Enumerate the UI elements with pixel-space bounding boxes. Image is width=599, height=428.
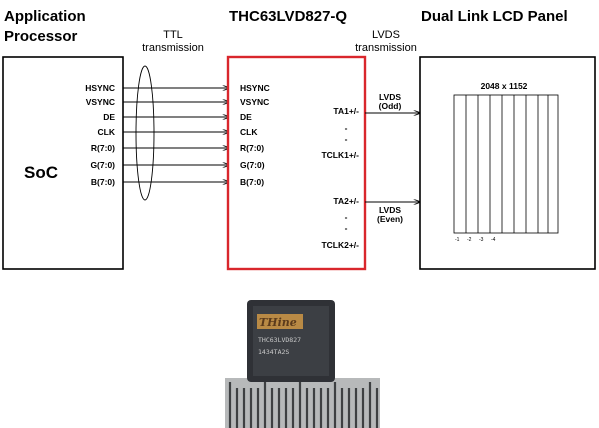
- panel-column-labels: -1 -2 -3 -4: [455, 237, 496, 243]
- chip-input-label: VSYNC: [240, 97, 269, 107]
- column-label: -4: [491, 237, 496, 243]
- column-label: -2: [467, 237, 472, 243]
- lvds-lines: [365, 113, 420, 202]
- lvds-even-label-line1: LVDS: [379, 205, 401, 215]
- soc-block: [2, 56, 124, 270]
- chip-output-dot: -: [345, 223, 348, 233]
- chip-input-labels: HSYNC VSYNC DE CLK R(7:0) G(7:0) B(7:0): [240, 83, 270, 187]
- lvds-label-line1: LVDS: [372, 29, 400, 41]
- chip-input-label: DE: [240, 112, 252, 122]
- processor-title-line2: Processor: [4, 28, 78, 45]
- chip-marking-line1: THC63LVD827: [258, 336, 301, 344]
- chip-output-dot: -: [345, 134, 348, 144]
- chip-input-label: R(7:0): [240, 143, 264, 153]
- chip-output-dot: -: [345, 123, 348, 133]
- chip-input-label: G(7:0): [240, 160, 265, 170]
- chip-output-label: TCLK1+/-: [321, 150, 359, 160]
- chip-input-label: HSYNC: [240, 83, 270, 93]
- panel-pixel-grid: [453, 94, 559, 234]
- ttl-label-line1: TTL: [163, 29, 183, 41]
- chip-output-dot: -: [345, 212, 348, 222]
- column-label: -3: [479, 237, 484, 243]
- lvds-odd-label-line1: LVDS: [379, 92, 401, 102]
- chip-output-labels: TA1+/- - - TCLK1+/- TA2+/- - - TCLK2+/-: [321, 106, 359, 250]
- chip-marking-line2: 1434TA2S: [258, 348, 289, 356]
- chip-logo-plate: [257, 314, 303, 329]
- soc-signal-label: HSYNC: [85, 83, 115, 93]
- lvds-odd-label-line2: (Odd): [379, 101, 402, 111]
- chip-photo: THine THC63LVD827 1434TA2S: [225, 300, 380, 428]
- soc-signal-label: CLK: [98, 127, 116, 137]
- chip-logo: THine: [259, 316, 297, 329]
- pixel-grid-frame: [453, 94, 559, 234]
- ttl-label-line2: transmission: [142, 42, 204, 54]
- soc-signal-labels: HSYNC VSYNC DE CLK R(7:0) G(7:0) B(7:0): [85, 83, 116, 187]
- soc-signal-label: B(7:0): [91, 177, 115, 187]
- soc-signal-label: G(7:0): [90, 160, 115, 170]
- lvds-label-line2: transmission: [355, 42, 417, 54]
- column-label: -1: [455, 237, 460, 243]
- lcd-panel-block: [419, 56, 596, 270]
- chip-input-label: B(7:0): [240, 177, 264, 187]
- processor-title-line1: Application: [4, 8, 86, 25]
- chip-output-label: TA1+/-: [333, 106, 359, 116]
- soc-label: SoC: [24, 163, 58, 182]
- panel-title: Dual Link LCD Panel: [421, 8, 568, 25]
- chip-block: [226, 55, 367, 271]
- ruler-ticks: [228, 382, 379, 428]
- chip-input-label: CLK: [240, 127, 258, 137]
- chip-output-label: TA2+/-: [333, 196, 359, 206]
- lvds-even-label-line2: (Even): [377, 214, 403, 224]
- chip-title: THC63LVD827-Q: [229, 8, 347, 25]
- bus-ellipse: [135, 65, 155, 201]
- chip-output-label: TCLK2+/-: [321, 240, 359, 250]
- ttl-signal-lines: [123, 65, 229, 201]
- panel-resolution: 2048 x 1152: [481, 81, 528, 91]
- soc-signal-label: R(7:0): [91, 143, 115, 153]
- soc-signal-label: DE: [103, 112, 115, 122]
- soc-signal-label: VSYNC: [86, 97, 115, 107]
